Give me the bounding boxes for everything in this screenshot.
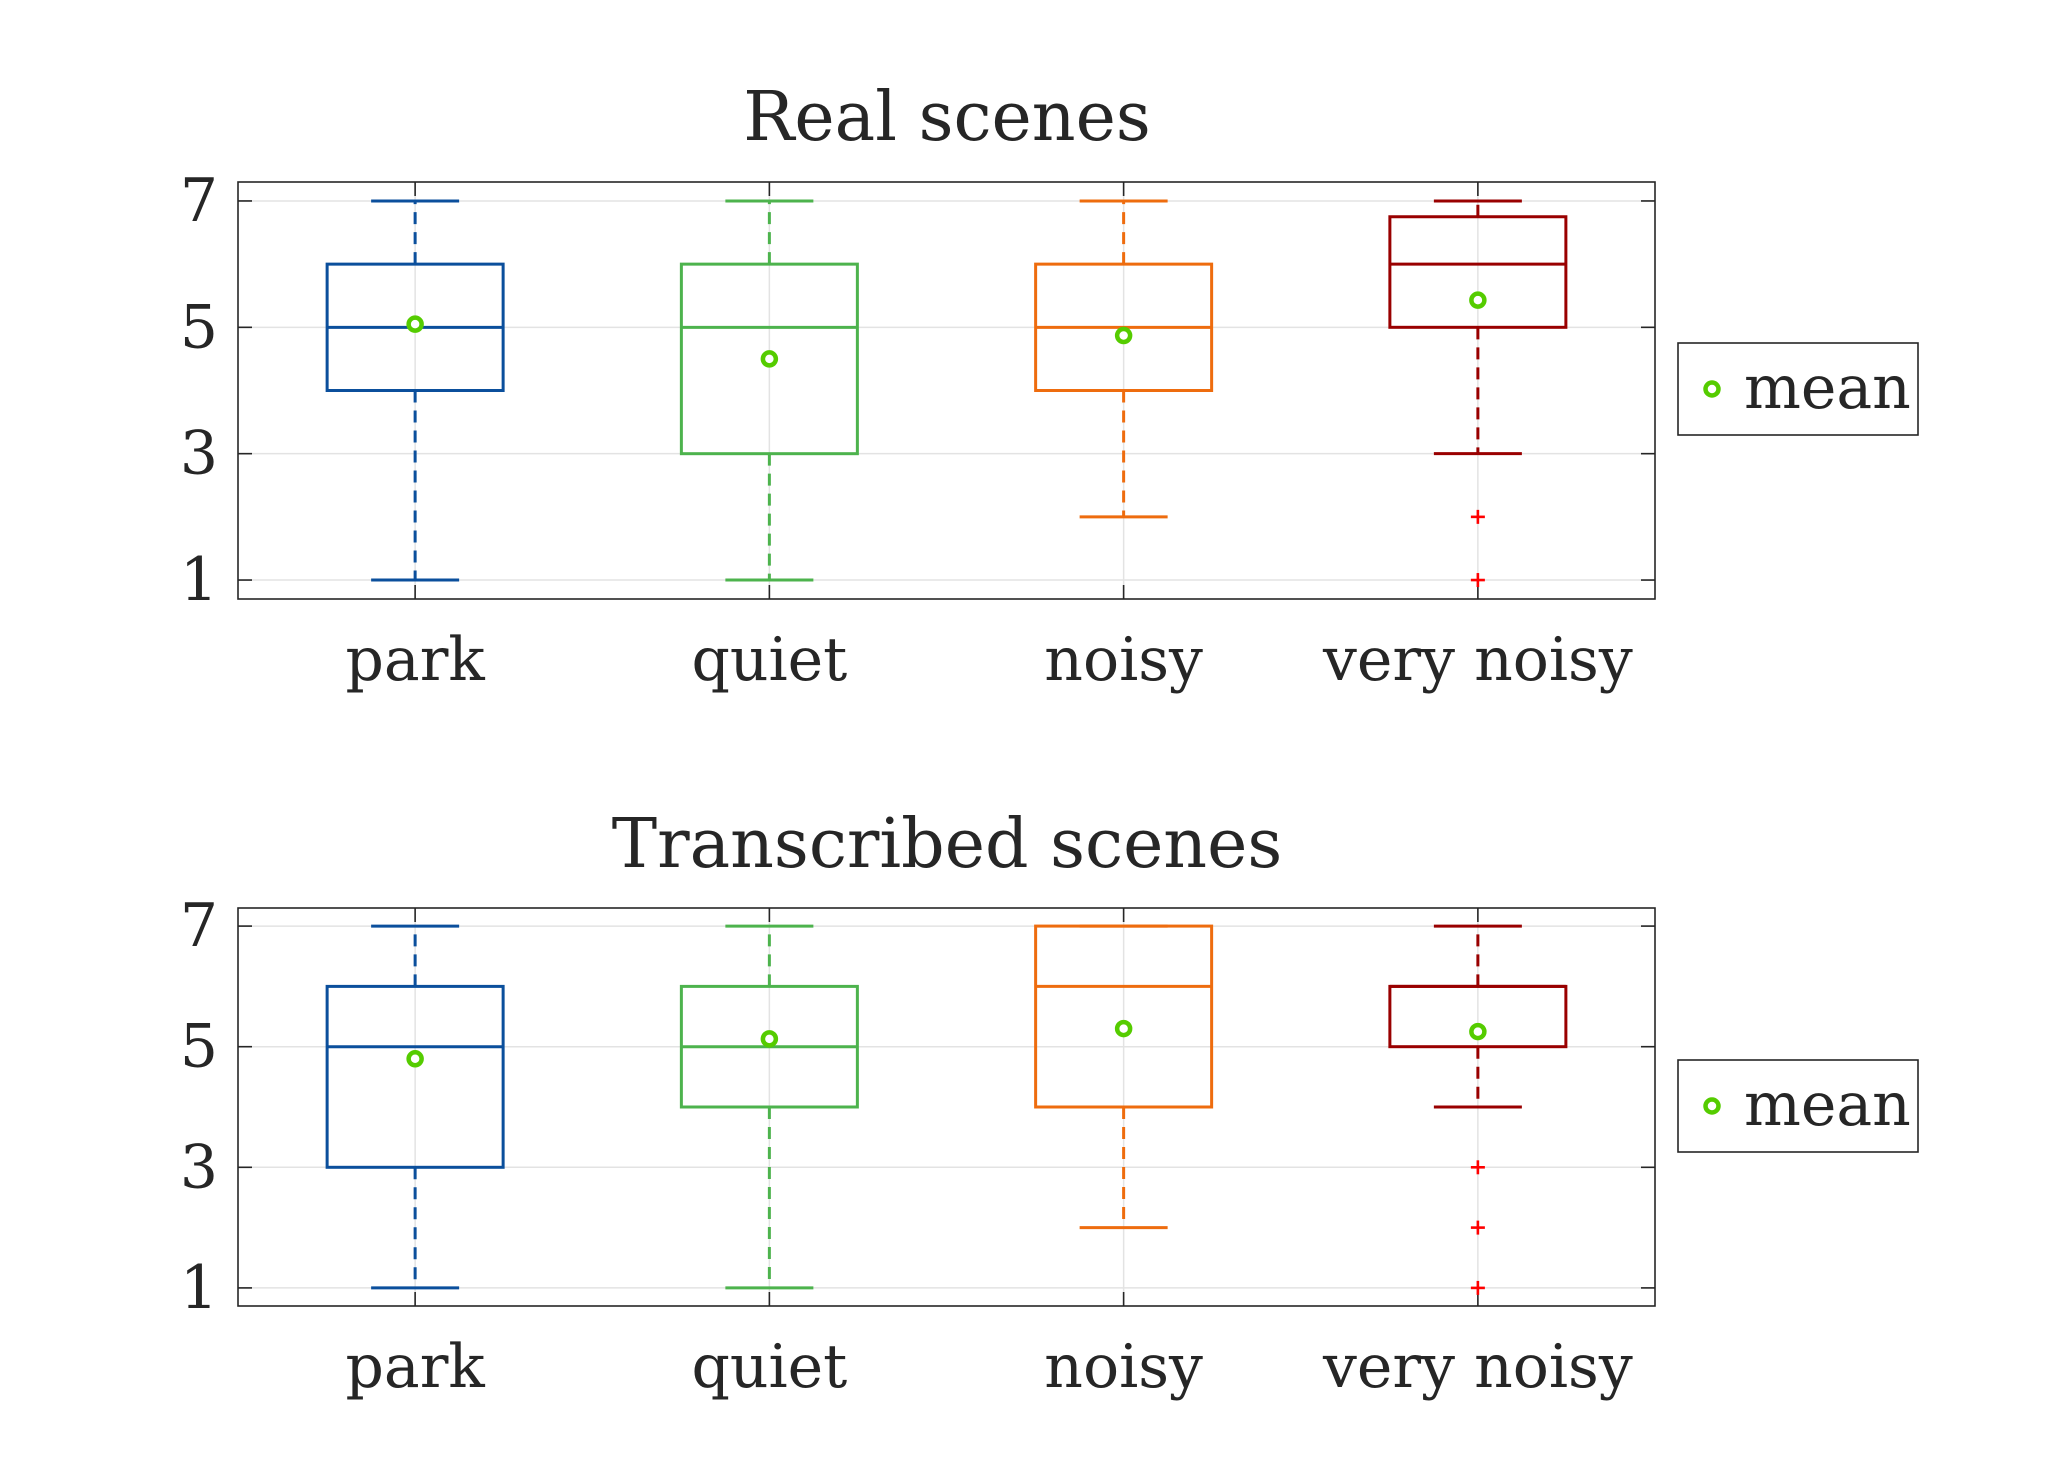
plot-frame — [237, 907, 1656, 1307]
x-tick-label: quiet — [691, 1332, 847, 1402]
mean-marker — [1469, 1022, 1487, 1041]
y-tick-label: 7 — [180, 891, 218, 961]
panel-title: Real scenes — [743, 78, 1151, 157]
x-tick-label: park — [346, 1332, 486, 1402]
outlier-point — [1470, 1160, 1485, 1175]
y-tick-label: 5 — [180, 1012, 218, 1082]
box-quiet — [679, 199, 859, 582]
y-tick-label: 1 — [180, 545, 218, 615]
legend-label: mean — [1744, 1070, 1911, 1140]
mean-marker — [760, 350, 779, 368]
box-quiet — [679, 924, 859, 1290]
outlier-point — [1470, 1280, 1485, 1295]
legend-mean-marker — [1703, 380, 1721, 398]
mean-marker — [406, 315, 424, 333]
plot-frame — [237, 181, 1656, 600]
legend: mean — [1677, 342, 1919, 436]
x-tick-label: noisy — [1044, 625, 1203, 695]
mean-marker — [1469, 291, 1487, 309]
x-tick-label: very noisy — [1322, 1332, 1633, 1402]
y-tick-label: 3 — [180, 1132, 218, 1202]
x-tick-label: very noisy — [1322, 625, 1633, 695]
iqr-box — [1034, 924, 1214, 1109]
mean-marker — [1114, 326, 1133, 345]
box-very-noisy — [1388, 199, 1568, 588]
legend-mean-marker — [1703, 1097, 1721, 1115]
box-park — [325, 924, 505, 1290]
legend: mean — [1677, 1059, 1919, 1153]
legend-label: mean — [1744, 353, 1911, 423]
box-noisy — [1034, 924, 1214, 1230]
mean-marker — [1114, 1019, 1133, 1038]
transcribed-scenes-panel: Transcribed scenes 1 3 5 7 park quiet noisy ver… — [180, 805, 1919, 1402]
x-tick-label: noisy — [1044, 1332, 1203, 1402]
x-tick-label: quiet — [691, 625, 847, 695]
x-tick-label: park — [346, 625, 486, 695]
real-scenes-panel: Real scenes 1 3 5 7 park quiet noisy very noisy… — [180, 78, 1919, 695]
panel-title: Transcribed scenes — [612, 805, 1283, 884]
iqr-box — [1388, 215, 1568, 329]
outlier-point — [1470, 509, 1485, 524]
y-tick-label: 7 — [180, 166, 218, 236]
mean-marker — [760, 1030, 779, 1048]
y-tick-label: 1 — [180, 1253, 218, 1323]
y-tick-label: 5 — [180, 292, 218, 362]
iqr-box — [325, 984, 505, 1169]
mean-marker — [406, 1050, 424, 1068]
y-tick-label: 3 — [180, 419, 218, 489]
box-park — [325, 199, 505, 582]
box-very-noisy — [1388, 924, 1568, 1295]
iqr-box — [679, 262, 859, 456]
box-noisy — [1034, 199, 1214, 519]
outlier-point — [1470, 573, 1485, 588]
outlier-point — [1470, 1220, 1485, 1235]
